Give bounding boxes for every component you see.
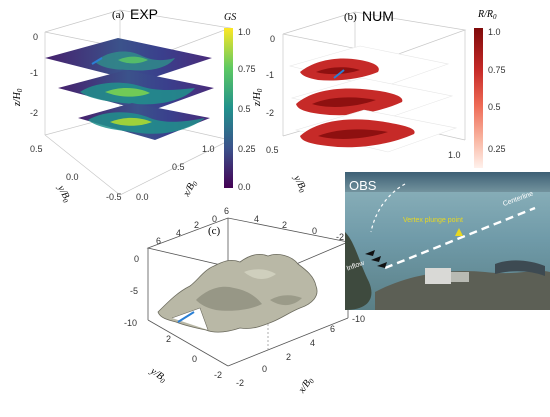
obs-left-shore: [345, 232, 372, 310]
panel-c-back-right-tick-1: 4: [254, 214, 259, 224]
panel-c-back-left-tick-2: 2: [194, 220, 199, 230]
obs-plunge-marker: [455, 228, 463, 236]
panel-a-x-tick-0: 1.0: [202, 144, 215, 154]
panel-a-slab-bottom: [78, 103, 210, 140]
panel-c-back-right-tick-4: -2: [336, 232, 344, 242]
panel-a-z-tick-1: -1: [30, 68, 38, 78]
panel-b-title: NUM: [362, 8, 394, 24]
panel-a-colorbar-tick-3: 0.25: [238, 144, 256, 154]
panel-b-tag: (b): [344, 11, 357, 23]
panel-c-back-left-tick-3: 0: [212, 214, 217, 224]
panel-c: (c) 6 4 2 0 6 4 2 0 -2 0 -5 -10 -5 -10 2…: [124, 206, 365, 397]
obs-centerline: [384, 206, 536, 270]
panel-c-x-label: x/B0: [296, 375, 316, 397]
panel-b-slab-middle: [290, 77, 454, 121]
obs-building: [425, 268, 451, 284]
panel-a-colorbar: [224, 28, 233, 188]
panel-b-colorbar-tick-3: 0.25: [488, 144, 506, 154]
obs-plunge-label: Vertex plunge point: [403, 217, 463, 224]
panel-c-y-tick-2: -2: [214, 370, 222, 380]
panel-c-y-label: y/B0: [147, 365, 169, 385]
panel-c-isosurface: [157, 254, 318, 333]
panel-c-tag: (c): [208, 225, 221, 237]
panel-c-y-tick-0: 2: [166, 334, 171, 344]
panel-c-back-right-tick-2: 2: [282, 220, 287, 230]
panel-a-colorbar-tick-2: 0.5: [238, 104, 251, 114]
panel-a-y-tick-1: 0.0: [66, 172, 79, 182]
panel-a-x-tick-1: 0.5: [172, 162, 185, 172]
panel-c-back-right-tick-3: 0: [312, 226, 317, 236]
panel-a-y-tick-0: 0.5: [30, 144, 43, 154]
panel-a-tag: (a): [112, 9, 125, 21]
panel-b-colorbar-tick-0: 1.0: [488, 27, 501, 37]
panel-b-slab-bottom: [294, 109, 458, 153]
panel-b-z-label: z/H0: [252, 88, 264, 107]
panel-c-back-left-tick-1: 4: [176, 228, 181, 238]
panel-a-z-label: z/H0: [12, 88, 24, 107]
panel-c-x-tick-0: 6: [330, 324, 335, 334]
panel-b-colorbar: [474, 28, 483, 168]
panel-a-colorbar-tick-4: 0.0: [238, 182, 251, 192]
panel-b-y-tick-0: 0.5: [266, 145, 279, 155]
panel-c-x-tick-3: 0: [262, 364, 267, 374]
panel-c-right-tick-1: -10: [352, 314, 365, 324]
obs-front-line: [370, 183, 406, 233]
obs-far-shore: [345, 172, 550, 192]
obs-harbor: [495, 260, 545, 276]
panel-a-slab-middle: [58, 70, 214, 112]
panel-a-z-tick-0: 0: [33, 32, 38, 42]
panel-b-slab-top: [288, 45, 450, 89]
panel-a-y-label: y/B0: [54, 183, 73, 205]
panel-a-colorbar-tick-0: 1.0: [238, 27, 251, 37]
panel-b: (b) NUM z/H0 0 -1 -2 0.5 y/B0 1.0 R/R0 1…: [252, 8, 506, 195]
panel-c-x-tick-2: 2: [286, 352, 291, 362]
obs-photo: OBS Vertex plunge point Centerline Inflo…: [345, 172, 550, 310]
panel-c-x-tick-1: 4: [310, 338, 315, 348]
panel-b-z-tick-1: -1: [266, 70, 274, 80]
panel-c-z-tick-1: -5: [130, 286, 138, 296]
panel-c-back-right-tick-0: 6: [224, 206, 229, 216]
obs-building-2: [451, 272, 469, 282]
panel-a-z-tick-2: -2: [30, 108, 38, 118]
panel-c-z-tick-2: -10: [124, 318, 137, 328]
panel-b-colorbar-tick-1: 0.75: [488, 65, 506, 75]
panel-c-x-tick-4: -2: [236, 378, 244, 388]
panel-a-colorbar-label: GS: [224, 12, 236, 23]
obs-town: [375, 270, 550, 310]
panel-c-y-tick-1: 0: [192, 354, 197, 364]
panel-b-z-tick-0: 0: [270, 34, 275, 44]
panel-a-y-tick-2: -0.5: [106, 192, 122, 202]
panel-b-x-tick-0: 1.0: [448, 150, 461, 160]
panel-a-x-tick-2: 0.0: [136, 192, 149, 202]
panel-a-title: EXP: [130, 6, 158, 22]
panel-b-colorbar-label: R/R0: [477, 9, 497, 21]
panel-b-y-label: y/B0: [290, 173, 309, 195]
panel-a-slab-top: [45, 38, 212, 82]
panel-c-back-left-tick-0: 6: [156, 236, 161, 246]
panel-b-z-tick-2: -2: [266, 108, 274, 118]
obs-inflow-arrows: [365, 250, 387, 268]
panel-c-z-tick-0: 0: [134, 254, 139, 264]
panel-a-x-label: x/B0: [181, 178, 200, 200]
obs-title: OBS: [349, 178, 377, 193]
panel-b-colorbar-tick-2: 0.5: [488, 102, 501, 112]
panel-a-colorbar-tick-1: 0.75: [238, 64, 256, 74]
panel-a: (a) EXP z/H0 0 -1 -2 0.5 0.0 -0.5 y/B0 1…: [12, 6, 256, 205]
obs-photo-panel: OBS Vertex plunge point Centerline Inflo…: [345, 172, 550, 310]
